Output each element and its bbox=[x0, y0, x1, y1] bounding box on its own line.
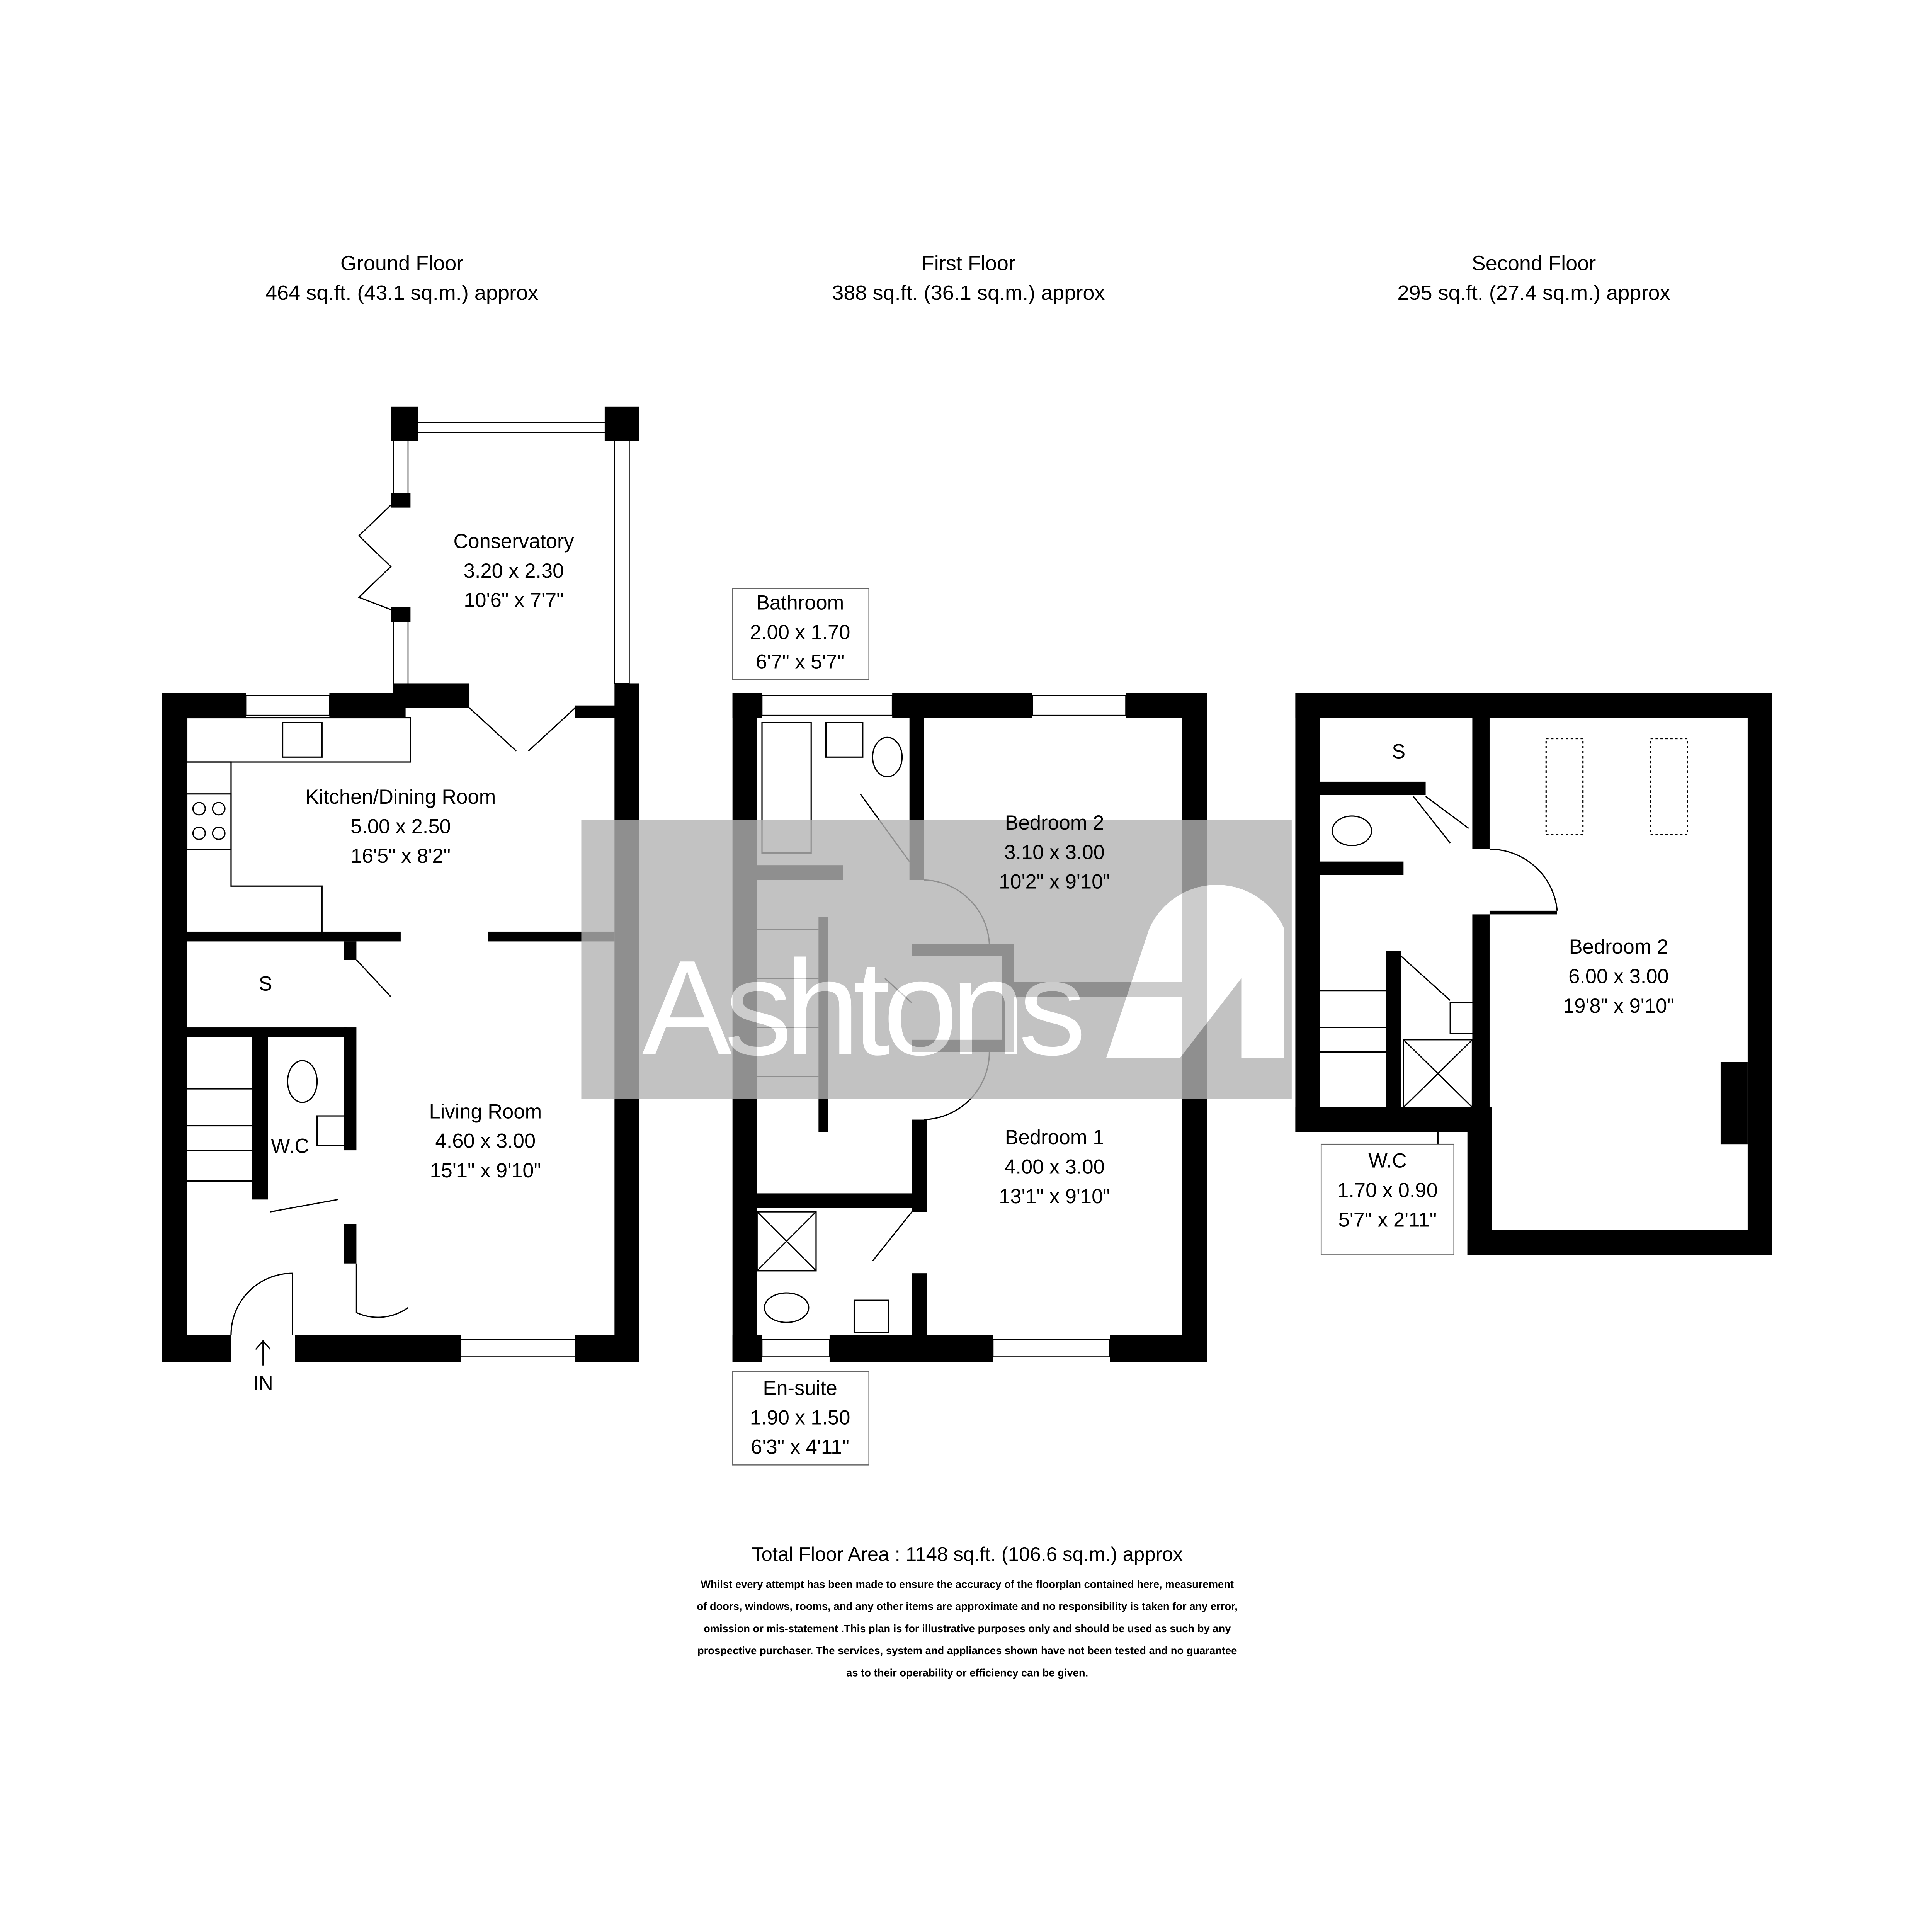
first-floor-plan bbox=[732, 588, 1207, 1466]
bedroom2-name: Bedroom 2 bbox=[1005, 811, 1104, 834]
kitchen-imperial: 16'5" x 8'2" bbox=[351, 845, 451, 867]
disclaimer-line-1: Whilst every attempt has been made to en… bbox=[701, 1578, 1234, 1590]
disclaimer-line-5: as to their operability or efficiency ca… bbox=[846, 1667, 1088, 1679]
bathroom-name: Bathroom bbox=[756, 592, 844, 614]
store-label-second: S bbox=[1392, 740, 1405, 763]
conservatory-imperial: 10'6" x 7'7" bbox=[464, 589, 564, 612]
disclaimer-line-2: of doors, windows, rooms, and any other … bbox=[697, 1600, 1237, 1612]
disclaimer-line-3: omission or mis-statement .This plan is … bbox=[704, 1622, 1231, 1634]
bedroom1-metric: 4.00 x 3.00 bbox=[1004, 1156, 1105, 1179]
wc-second-imperial: 5'7" x 2'11" bbox=[1338, 1208, 1437, 1231]
wc-second-name: W.C bbox=[1368, 1150, 1406, 1172]
living-room-metric: 4.60 x 3.00 bbox=[435, 1130, 536, 1153]
bedroom2-imperial: 10'2" x 9'10" bbox=[999, 871, 1110, 893]
svg-text:Ashtons: Ashtons bbox=[642, 932, 1082, 1083]
ensuite-metric: 1.90 x 1.50 bbox=[750, 1406, 850, 1429]
entrance-label: IN bbox=[253, 1372, 273, 1395]
bedroom2-second-metric: 6.00 x 3.00 bbox=[1568, 965, 1669, 988]
ashtons-watermark: Ashtons bbox=[581, 820, 1292, 1099]
first-floor-labels: Bathroom 2.00 x 1.70 6'7" x 5'7" Bedroom… bbox=[750, 592, 1110, 1459]
ground-floor-labels: Conservatory 3.20 x 2.30 10'6" x 7'7" Ki… bbox=[253, 530, 574, 1395]
second-floor-area: 295 sq.ft. (27.4 sq.m.) approx bbox=[1397, 281, 1670, 304]
bedroom2-metric: 3.10 x 3.00 bbox=[1004, 841, 1105, 864]
total-floor-area: Total Floor Area : 1148 sq.ft. (106.6 sq… bbox=[752, 1543, 1183, 1565]
bedroom2-second-imperial: 19'8" x 9'10" bbox=[1563, 995, 1674, 1017]
first-floor-area: 388 sq.ft. (36.1 sq.m.) approx bbox=[832, 281, 1105, 304]
second-floor-title: Second Floor bbox=[1472, 252, 1596, 275]
second-floor-labels: S Bedroom 2 6.00 x 3.00 19'8" x 9'10" W.… bbox=[1337, 740, 1674, 1231]
ensuite-name: En-suite bbox=[763, 1377, 837, 1400]
wc-label: W.C bbox=[271, 1134, 309, 1157]
bedroom2-second-name: Bedroom 2 bbox=[1569, 935, 1668, 958]
store-label: S bbox=[259, 973, 272, 995]
disclaimer-line-4: prospective purchaser. The services, sys… bbox=[697, 1645, 1237, 1656]
bedroom1-imperial: 13'1" x 9'10" bbox=[999, 1185, 1110, 1208]
ground-floor-area: 464 sq.ft. (43.1 sq.m.) approx bbox=[265, 281, 538, 304]
conservatory-metric: 3.20 x 2.30 bbox=[464, 560, 564, 582]
living-room-name: Living Room bbox=[429, 1100, 542, 1123]
ground-floor-title: Ground Floor bbox=[340, 252, 464, 275]
living-room-imperial: 15'1" x 9'10" bbox=[430, 1159, 541, 1182]
bathroom-metric: 2.00 x 1.70 bbox=[750, 621, 850, 644]
ensuite-imperial: 6'3" x 4'11" bbox=[751, 1436, 849, 1459]
first-floor-title: First Floor bbox=[922, 252, 1015, 275]
second-floor-plan bbox=[1295, 693, 1772, 1255]
bathroom-imperial: 6'7" x 5'7" bbox=[756, 650, 844, 673]
kitchen-name: Kitchen/Dining Room bbox=[305, 786, 496, 808]
conservatory-name: Conservatory bbox=[454, 530, 575, 553]
kitchen-metric: 5.00 x 2.50 bbox=[350, 815, 451, 838]
bedroom1-name: Bedroom 1 bbox=[1005, 1126, 1104, 1149]
wc-second-metric: 1.70 x 0.90 bbox=[1337, 1179, 1438, 1202]
ground-floor-plan bbox=[162, 406, 639, 1366]
